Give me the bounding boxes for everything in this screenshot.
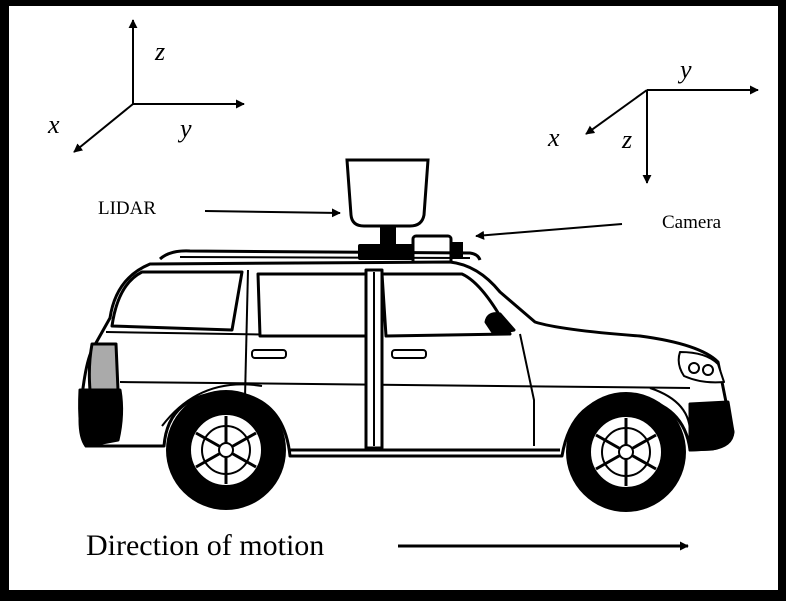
lidar-sensor bbox=[345, 158, 430, 260]
front-door-handle bbox=[391, 349, 427, 359]
world-axes bbox=[73, 19, 245, 153]
camera-x-axis bbox=[585, 89, 648, 135]
world-x-label: x bbox=[47, 110, 60, 139]
tail-light bbox=[87, 342, 120, 392]
rear-window bbox=[110, 270, 244, 332]
rear-door-handle bbox=[251, 349, 287, 359]
direction-caption: Direction of motion bbox=[86, 529, 324, 562]
camera-label: Camera bbox=[662, 212, 722, 233]
camera-y-label: y bbox=[677, 55, 692, 84]
camera-axes bbox=[585, 85, 759, 184]
rear-wheel bbox=[166, 390, 286, 510]
roof-rack bbox=[158, 249, 482, 261]
front-door-window bbox=[380, 272, 512, 338]
suv-car bbox=[78, 249, 735, 458]
headlight bbox=[677, 351, 725, 384]
camera-x-label: x bbox=[547, 123, 560, 152]
camera-arrow bbox=[475, 223, 623, 240]
lidar-arrow bbox=[204, 208, 341, 218]
side-mirror bbox=[484, 312, 516, 336]
world-y-label: y bbox=[177, 114, 192, 143]
front-wheel bbox=[566, 392, 686, 512]
rear-bumper bbox=[78, 388, 124, 448]
camera-z-label: z bbox=[621, 125, 632, 154]
world-z-label: z bbox=[154, 37, 165, 66]
front-bumper bbox=[688, 400, 735, 452]
rear-door-window bbox=[256, 272, 372, 338]
world-x-axis bbox=[73, 103, 134, 153]
lidar-label: LIDAR bbox=[98, 198, 156, 219]
